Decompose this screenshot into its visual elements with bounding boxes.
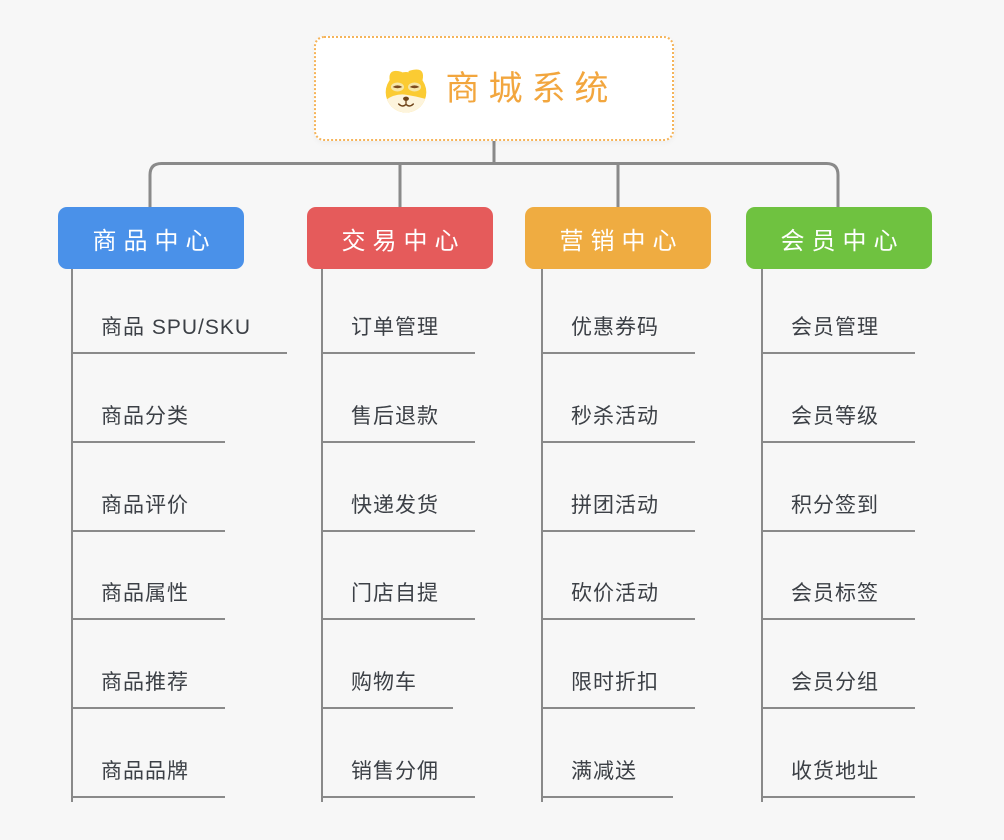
branch-topic-member-center[interactable]: 会员中心 <box>746 207 932 269</box>
subtopic[interactable]: 商品 SPU/SKU <box>73 314 288 354</box>
branch-topic-trade-center[interactable]: 交易中心 <box>307 207 493 269</box>
subtopic[interactable]: 售后退款 <box>323 403 475 443</box>
subtopic[interactable]: 商品评价 <box>73 492 225 532</box>
subtopic[interactable]: 满减送 <box>543 758 673 798</box>
branch-label: 商品中心 <box>92 227 217 255</box>
branch-label: 会员中心 <box>780 227 905 255</box>
branch-bus-line <box>148 162 840 207</box>
subtopic[interactable]: 限时折扣 <box>543 669 695 709</box>
subtopic[interactable]: 商品推荐 <box>73 669 225 709</box>
subtopic[interactable]: 商品分类 <box>73 403 225 443</box>
subtopic[interactable]: 门店自提 <box>323 580 475 620</box>
subtopic[interactable]: 会员标签 <box>763 580 915 620</box>
branch-label: 营销中心 <box>559 227 684 255</box>
branch-topic-marketing-center[interactable]: 营销中心 <box>525 207 711 269</box>
subtopic-column-marketing: 优惠券码 秒杀活动 拼团活动 砍价活动 限时折扣 满减送 <box>541 269 695 802</box>
subtopic[interactable]: 拼团活动 <box>543 492 695 532</box>
subtopic[interactable]: 会员等级 <box>763 403 915 443</box>
subtopic[interactable]: 秒杀活动 <box>543 403 695 443</box>
subtopic[interactable]: 订单管理 <box>323 314 475 354</box>
subtopic-column-member: 会员管理 会员等级 积分签到 会员标签 会员分组 收货地址 <box>761 269 915 802</box>
root-topic-title: 商城系统 <box>445 69 618 108</box>
subtopic[interactable]: 销售分佣 <box>323 758 475 798</box>
subtopic[interactable]: 会员分组 <box>763 669 915 709</box>
subtopic[interactable]: 商品品牌 <box>73 758 225 798</box>
subtopic-column-trade: 订单管理 售后退款 快递发货 门店自提 购物车 销售分佣 <box>321 269 475 802</box>
subtopic[interactable]: 快递发货 <box>323 492 475 532</box>
subtopic[interactable]: 商品属性 <box>73 580 225 620</box>
subtopic[interactable]: 会员管理 <box>763 314 915 354</box>
subtopic[interactable]: 积分签到 <box>763 492 915 532</box>
subtopic-column-product: 商品 SPU/SKU 商品分类 商品评价 商品属性 商品推荐 商品品牌 <box>71 269 288 802</box>
branch-label: 交易中心 <box>341 227 466 255</box>
subtopic[interactable]: 砍价活动 <box>543 580 695 620</box>
subtopic[interactable]: 优惠券码 <box>543 314 695 354</box>
shiba-dog-icon <box>385 69 426 113</box>
subtopic[interactable]: 收货地址 <box>763 758 915 798</box>
root-topic[interactable]: 商城系统 <box>314 36 674 141</box>
branch-topic-product-center[interactable]: 商品中心 <box>58 207 244 269</box>
subtopic[interactable]: 购物车 <box>323 669 453 709</box>
